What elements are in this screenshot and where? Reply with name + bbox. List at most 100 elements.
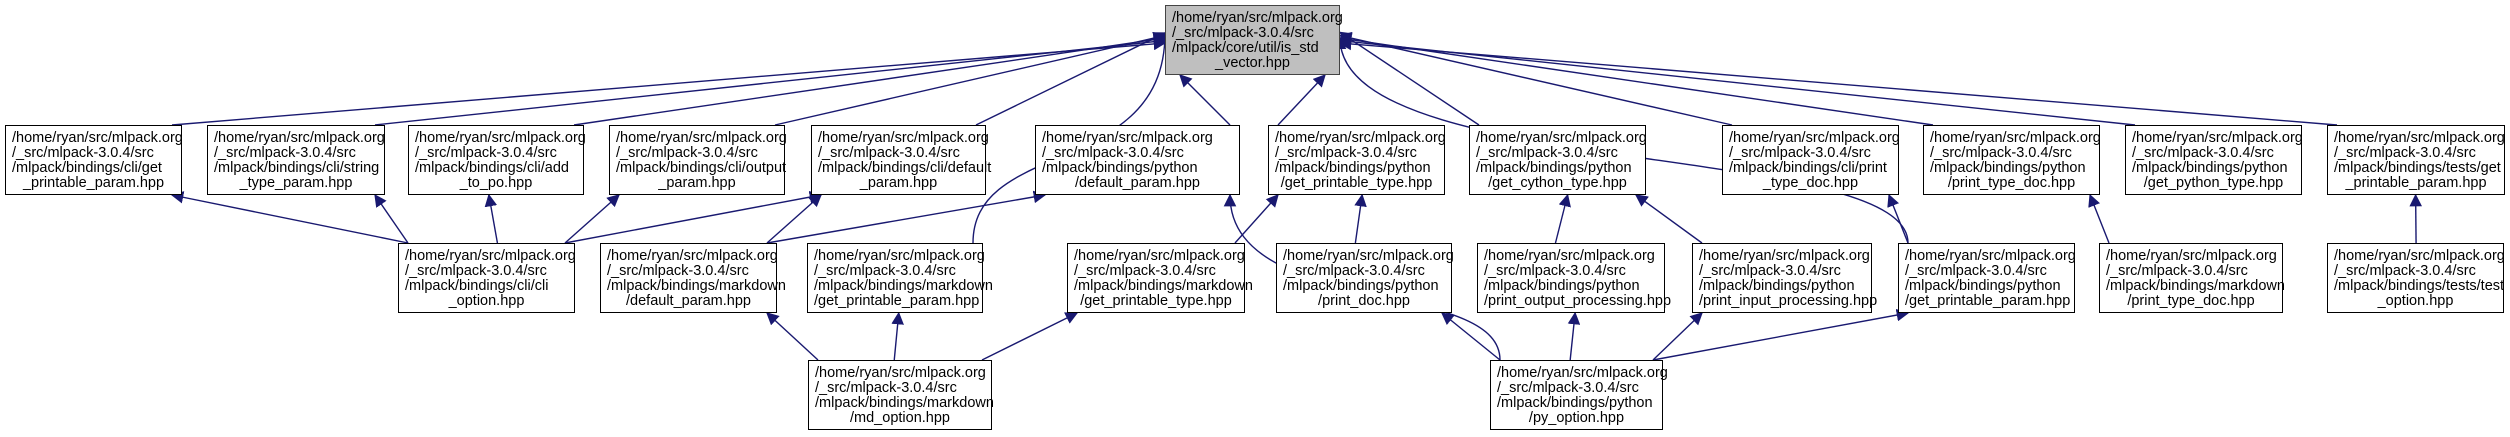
node-label-line: /_src/mlpack-3.0.4/src bbox=[607, 263, 749, 279]
node-label-line: /_src/mlpack-3.0.4/src bbox=[214, 145, 356, 161]
node-label-line: /_src/mlpack-3.0.4/src bbox=[1275, 145, 1417, 161]
graph-node[interactable]: /home/ryan/src/mlpack.org/_src/mlpack-3.… bbox=[1276, 243, 1454, 313]
node-label-line: _option.hpp bbox=[448, 293, 525, 309]
node-label-line: /_src/mlpack-3.0.4/src bbox=[1484, 263, 1626, 279]
node-label-line: /_src/mlpack-3.0.4/src bbox=[2334, 145, 2476, 161]
node-label-line: /print_type_doc.hpp bbox=[1947, 175, 2076, 191]
node-label-line: /mlpack/bindings/tests/test bbox=[2334, 278, 2505, 294]
node-label-line: /mlpack/bindings/cli/add bbox=[415, 160, 569, 176]
node-label-line: /mlpack/bindings/python bbox=[1497, 395, 1653, 411]
node-label-line: /mlpack/bindings/cli/default bbox=[818, 160, 992, 176]
focus-node-is-std-vector[interactable]: /home/ryan/src/mlpack.org/_src/mlpack-3.… bbox=[1165, 5, 1343, 75]
graph-node[interactable]: /home/ryan/src/mlpack.org/_src/mlpack-3.… bbox=[807, 243, 993, 313]
node-label-line: /home/ryan/src/mlpack.org bbox=[1484, 248, 1655, 264]
node-label-line: /home/ryan/src/mlpack.org bbox=[1476, 130, 1647, 146]
graph-node[interactable]: /home/ryan/src/mlpack.org/_src/mlpack-3.… bbox=[1067, 243, 1253, 313]
dependency-edge-arrow bbox=[981, 312, 1079, 361]
dependency-edge-arrow bbox=[766, 194, 822, 244]
node-label-line: /mlpack/bindings/cli/get bbox=[12, 160, 162, 176]
node-label-line: /home/ryan/src/mlpack.org bbox=[1497, 365, 1668, 381]
node-label-line: /get_printable_param.hpp bbox=[1905, 293, 2071, 309]
node-label-line: /_src/mlpack-3.0.4/src bbox=[1476, 145, 1618, 161]
dependency-edge-arrow bbox=[1338, 33, 1934, 126]
node-label-line: /get_python_type.hpp bbox=[2143, 175, 2284, 191]
dependency-edge-arrow bbox=[1179, 74, 1231, 126]
graph-node[interactable]: /home/ryan/src/mlpack.org/_src/mlpack-3.… bbox=[1692, 243, 1878, 313]
node-label-line: /mlpack/bindings/python bbox=[1283, 278, 1439, 294]
graph-node[interactable]: /home/ryan/src/mlpack.org/_src/mlpack-3.… bbox=[398, 243, 576, 313]
node-label-line: /mlpack/bindings/python bbox=[1476, 160, 1632, 176]
node-label-line: _vector.hpp bbox=[1215, 55, 1290, 71]
graph-node[interactable]: /home/ryan/src/mlpack.org/_src/mlpack-3.… bbox=[1477, 243, 1671, 313]
node-label-line: /get_printable_type.hpp bbox=[1080, 293, 1232, 309]
node-label-line: /home/ryan/src/mlpack.org bbox=[2132, 130, 2303, 146]
node-label-line: /mlpack/bindings/python bbox=[1699, 278, 1855, 294]
graph-node[interactable]: /home/ryan/src/mlpack.org/_src/mlpack-3.… bbox=[408, 125, 586, 195]
graph-node[interactable]: /home/ryan/src/mlpack.org/_src/mlpack-3.… bbox=[1898, 243, 2076, 313]
graph-node[interactable]: /home/ryan/src/mlpack.org/_src/mlpack-3.… bbox=[1035, 125, 1240, 195]
node-label-line: /_src/mlpack-3.0.4/src bbox=[616, 145, 758, 161]
node-label-line: /_src/mlpack-3.0.4/src bbox=[1283, 263, 1425, 279]
node-label-line: /home/ryan/src/mlpack.org bbox=[1074, 248, 1245, 264]
node-label-line: /mlpack/bindings/cli/string bbox=[214, 160, 380, 176]
graph-node[interactable]: /home/ryan/src/mlpack.org/_src/mlpack-3.… bbox=[5, 125, 183, 195]
dependency-edge-arrow bbox=[1441, 312, 1501, 361]
node-label-line: /_src/mlpack-3.0.4/src bbox=[815, 380, 957, 396]
graph-node[interactable]: /home/ryan/src/mlpack.org/_src/mlpack-3.… bbox=[1490, 360, 1668, 430]
graph-node[interactable]: /home/ryan/src/mlpack.org/_src/mlpack-3.… bbox=[2327, 125, 2505, 195]
graph-node[interactable]: /home/ryan/src/mlpack.org/_src/mlpack-3.… bbox=[609, 125, 787, 195]
node-label-line: /print_input_processing.hpp bbox=[1699, 293, 1878, 309]
node-label-line: /mlpack/bindings/python bbox=[1275, 160, 1431, 176]
graph-node[interactable]: /home/ryan/src/mlpack.org/_src/mlpack-3.… bbox=[808, 360, 994, 430]
node-label-line: /mlpack/bindings/markdown bbox=[2106, 278, 2285, 294]
dependency-edge-arrow bbox=[170, 191, 409, 244]
node-label-line: /md_option.hpp bbox=[850, 410, 950, 426]
node-label-line: _option.hpp bbox=[2377, 293, 2454, 309]
node-label-line: _type_doc.hpp bbox=[1762, 175, 1859, 191]
node-label-line: /get_cython_type.hpp bbox=[1488, 175, 1627, 191]
node-label-line: /_src/mlpack-3.0.4/src bbox=[2334, 263, 2476, 279]
node-label-line: /mlpack/bindings/cli/output bbox=[616, 160, 787, 176]
node-label-line: /py_option.hpp bbox=[1528, 410, 1625, 426]
graph-node[interactable]: /home/ryan/src/mlpack.org/_src/mlpack-3.… bbox=[1923, 125, 2101, 195]
dependency-edge-arrow bbox=[1338, 37, 2338, 126]
node-label-line: /mlpack/bindings/python bbox=[1905, 278, 2061, 294]
dependency-edge-arrow bbox=[484, 193, 499, 244]
node-label-line: /home/ryan/src/mlpack.org bbox=[1275, 130, 1446, 146]
node-label-line: /home/ryan/src/mlpack.org bbox=[214, 130, 385, 146]
graph-node[interactable]: /home/ryan/src/mlpack.org/_src/mlpack-3.… bbox=[2327, 243, 2505, 313]
graph-node[interactable]: /home/ryan/src/mlpack.org/_src/mlpack-3.… bbox=[1469, 125, 1647, 195]
dependency-edge-arrow bbox=[1338, 31, 1480, 126]
dependency-edge-arrow bbox=[573, 33, 1167, 126]
node-label-line: /mlpack/bindings/python bbox=[1930, 160, 2086, 176]
graph-node[interactable]: /home/ryan/src/mlpack.org/_src/mlpack-3.… bbox=[811, 125, 992, 195]
node-label-line: _param.hpp bbox=[658, 175, 736, 191]
node-label-line: /home/ryan/src/mlpack.org bbox=[415, 130, 586, 146]
node-label-line: /mlpack/bindings/python bbox=[2132, 160, 2288, 176]
graph-node[interactable]: /home/ryan/src/mlpack.org/_src/mlpack-3.… bbox=[2099, 243, 2285, 313]
graph-node[interactable]: /home/ryan/src/mlpack.org/_src/mlpack-3.… bbox=[1722, 125, 1900, 195]
node-label-line: /_src/mlpack-3.0.4/src bbox=[1074, 263, 1216, 279]
node-label-line: /_src/mlpack-3.0.4/src bbox=[1905, 263, 2047, 279]
node-label-line: /home/ryan/src/mlpack.org bbox=[1729, 130, 1900, 146]
node-label-line: /_src/mlpack-3.0.4/src bbox=[1699, 263, 1841, 279]
graph-node[interactable]: /home/ryan/src/mlpack.org/_src/mlpack-3.… bbox=[2125, 125, 2303, 195]
graph-node[interactable]: /home/ryan/src/mlpack.org/_src/mlpack-3.… bbox=[600, 243, 786, 313]
dependency-edge-arrow bbox=[1652, 312, 1703, 361]
node-label-line: /_src/mlpack-3.0.4/src bbox=[1930, 145, 2072, 161]
node-label-line: _printable_param.hpp bbox=[22, 175, 165, 191]
graph-node[interactable]: /home/ryan/src/mlpack.org/_src/mlpack-3.… bbox=[1268, 125, 1446, 195]
node-label-line: /_src/mlpack-3.0.4/src bbox=[12, 145, 154, 161]
graph-node[interactable]: /home/ryan/src/mlpack.org/_src/mlpack-3.… bbox=[207, 125, 385, 195]
node-label-line: _to_po.hpp bbox=[459, 175, 533, 191]
dependency-edge-arrow bbox=[171, 37, 1167, 126]
dependency-edge-arrow bbox=[766, 312, 819, 361]
node-label-line: /_src/mlpack-3.0.4/src bbox=[2106, 263, 2248, 279]
dependency-edge-arrow bbox=[1554, 193, 1571, 244]
node-label-line: /home/ryan/src/mlpack.org bbox=[2106, 248, 2277, 264]
dependency-edge-arrow bbox=[1277, 74, 1326, 126]
dependency-edge-arrow bbox=[564, 190, 823, 244]
node-label-line: /home/ryan/src/mlpack.org bbox=[818, 130, 989, 146]
node-label-line: /_src/mlpack-3.0.4/src bbox=[2132, 145, 2274, 161]
node-label-line: /_src/mlpack-3.0.4/src bbox=[1042, 145, 1184, 161]
